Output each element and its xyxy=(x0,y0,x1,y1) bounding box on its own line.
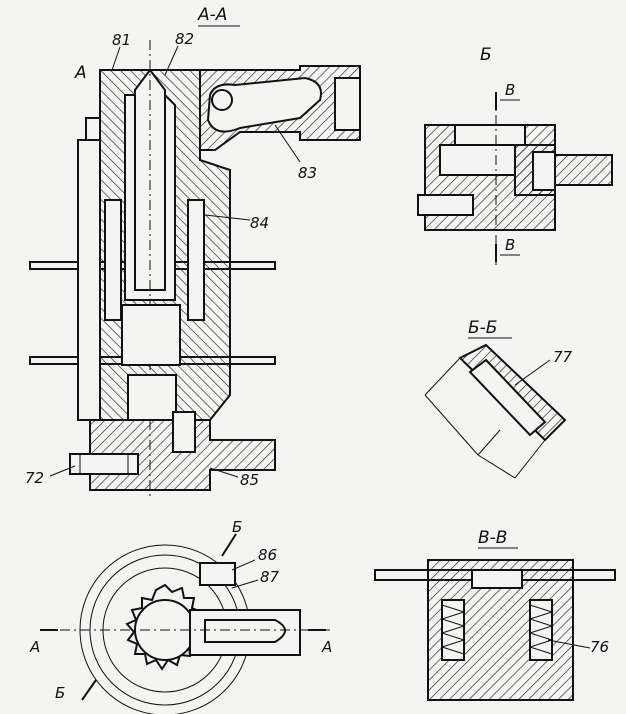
part-label-82: 82 xyxy=(175,30,194,48)
leader-76 xyxy=(547,639,591,649)
arm-end-bore xyxy=(334,77,361,131)
leader-83 xyxy=(274,124,301,163)
section-vv-view: В-В 76 xyxy=(374,528,616,701)
left-spring xyxy=(440,604,466,655)
left-tube-cap xyxy=(85,117,101,141)
base-key-slot xyxy=(172,411,196,453)
part-label-72: 72 xyxy=(25,469,44,487)
section-bb-view: Б-Б 77 xyxy=(424,318,573,479)
part-label-76: 76 xyxy=(590,638,609,656)
section-vv-groove xyxy=(471,569,523,589)
part-label-87: 87 xyxy=(260,568,280,586)
arrow-b-top: Б xyxy=(232,518,242,536)
section-vv-title: В-В xyxy=(478,528,507,548)
view-a-label: А xyxy=(74,63,87,83)
leader-81 xyxy=(111,46,121,71)
part-label-77: 77 xyxy=(553,348,573,366)
arm-plan-slot xyxy=(204,619,286,643)
part-label-86: 86 xyxy=(258,546,277,564)
view-b-pin xyxy=(417,194,474,216)
leader-85 xyxy=(209,467,239,478)
part-label-85: 85 xyxy=(240,471,259,489)
view-a-plan: 86 87 А А Б Б xyxy=(29,518,332,714)
part-label-81: 81 xyxy=(112,31,131,49)
section-aa-title: А-А xyxy=(197,5,227,25)
view-b-lever xyxy=(514,144,613,196)
pin-72 xyxy=(69,453,139,475)
leader-87 xyxy=(231,579,259,589)
plunger-stem xyxy=(127,374,177,421)
arrow-b-bottom: Б xyxy=(55,684,65,702)
leader-86 xyxy=(231,559,256,571)
arrow-v-bottom: В xyxy=(505,236,515,254)
view-b: Б В В xyxy=(417,45,613,265)
arrow-a-right: А xyxy=(321,638,332,656)
spring-pivot xyxy=(211,89,233,111)
arrow-a-left: А xyxy=(29,638,40,656)
left-tube-wall xyxy=(77,139,101,421)
leader-82 xyxy=(164,45,179,76)
spring-76 xyxy=(528,604,554,655)
section-aa-view: А-А А 81 82 83 84 85 72 xyxy=(25,5,361,500)
leader-84 xyxy=(204,214,251,221)
view-b-top-recess xyxy=(454,124,526,146)
left-slot xyxy=(104,199,122,321)
part-label-83: 83 xyxy=(298,164,317,182)
leader-77 xyxy=(514,359,551,386)
view-b-title: Б xyxy=(480,45,492,65)
right-slot-84 xyxy=(187,199,205,321)
view-b-lever-slot xyxy=(532,151,556,191)
spring-channel-83 xyxy=(206,76,322,133)
leader-72 xyxy=(49,465,76,477)
plunger-head xyxy=(121,304,181,366)
arrow-v-top: В xyxy=(505,81,515,99)
part-86-block xyxy=(199,562,236,586)
section-bb-title: Б-Б xyxy=(468,318,497,338)
part-label-84: 84 xyxy=(250,214,269,232)
pin-77-channel xyxy=(468,358,547,437)
view-b-cavity xyxy=(439,144,516,176)
